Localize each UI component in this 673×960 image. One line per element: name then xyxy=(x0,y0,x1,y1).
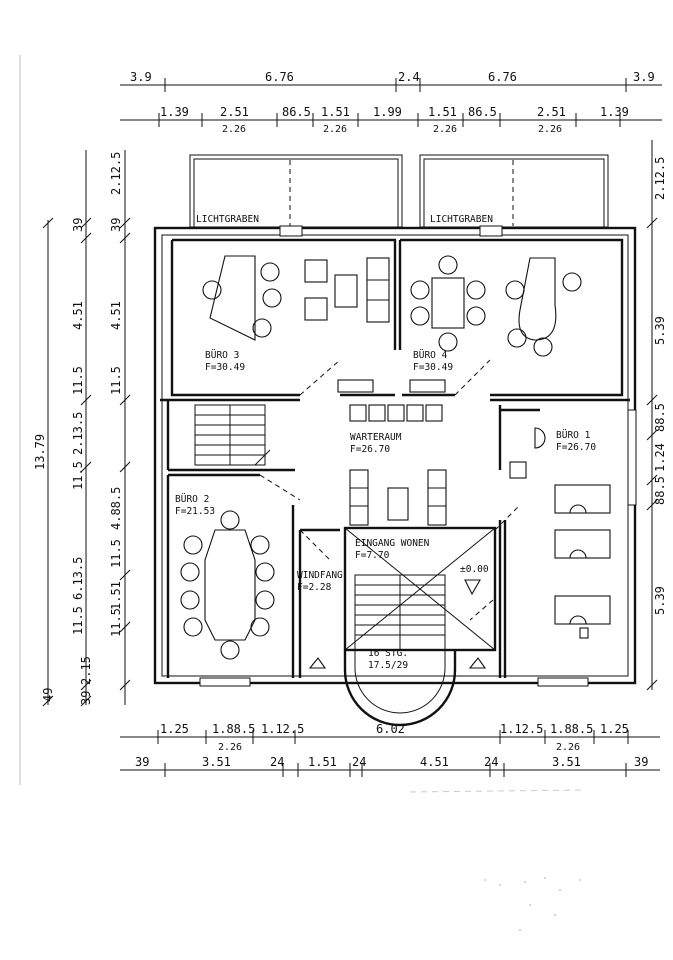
dim-bottom2-8: 3.51 xyxy=(552,755,581,769)
label-buero1-area: F=26.70 xyxy=(556,442,596,453)
dim-left-b1: 2.12.5 xyxy=(109,152,123,195)
dim-bottom-1: 1.25 xyxy=(160,722,189,736)
dim-top2-9: 1.39 xyxy=(600,105,629,119)
dim-top-sub-2: 2.26 xyxy=(323,124,347,135)
dim-bottom2-9: 39 xyxy=(634,755,648,769)
buero2-furniture xyxy=(180,510,275,660)
label-buero4-area: F=30.49 xyxy=(413,362,453,373)
dim-left-a3: 11.5 xyxy=(71,366,85,395)
dim-left-b6: 11.5 xyxy=(109,539,123,568)
right-dimension-lines: 2.12.5 5.39 88.5 1.24 88.5 5.39 xyxy=(646,140,667,691)
dim-right-5: 88.5 xyxy=(653,476,667,505)
dim-top2-1: 1.39 xyxy=(160,105,189,119)
stair-upper-left xyxy=(194,404,271,466)
room-labels: BÜRO 3 F=30.49 BÜRO 4 F=30.49 WARTERAUM … xyxy=(175,350,596,671)
dim-top2-5: 1.99 xyxy=(373,105,402,119)
dim-bottom-5: 1.12.5 xyxy=(500,722,543,736)
buero4-furniture xyxy=(410,255,582,357)
dim-right-3: 88.5 xyxy=(653,403,667,432)
label-buero4: BÜRO 4 xyxy=(413,350,448,361)
dim-bottom2-3: 24 xyxy=(270,755,284,769)
dim-top-4: 6.76 xyxy=(488,70,517,84)
dim-bottom-7: 1.25 xyxy=(600,722,629,736)
label-buero1: BÜRO 1 xyxy=(556,430,591,441)
dim-bottom-3: 1.12.5 xyxy=(261,722,304,736)
dim-bottom2-4: 1.51 xyxy=(308,755,337,769)
label-buero2: BÜRO 2 xyxy=(175,494,209,505)
dim-top2-6: 1.51 xyxy=(428,105,457,119)
dim-left-b8: 11.5 xyxy=(109,608,123,637)
dim-left-b5: 4.88.5 xyxy=(109,487,123,530)
entrance-stair xyxy=(308,527,496,727)
dim-left-b3: 4.51 xyxy=(109,301,123,330)
label-lichtgraben-right: LICHTGRABEN xyxy=(430,214,493,225)
label-lichtgraben-left: LICHTGRABEN xyxy=(196,214,259,225)
dim-left-a7: 11.5 xyxy=(71,606,85,635)
dim-bottom2-7: 24 xyxy=(484,755,498,769)
dim-top-5: 3.9 xyxy=(633,70,655,84)
outer-walls xyxy=(153,225,637,687)
dim-left-b9: 2.15 xyxy=(79,656,93,685)
dim-left-total: 13.79 xyxy=(33,434,47,470)
dim-left-a4: 2.13.5 xyxy=(71,412,85,455)
dim-bottom-2: 1.88.5 xyxy=(212,722,255,736)
label-buero2-area: F=21.53 xyxy=(175,506,215,517)
dim-bottom-sub-2: 2.26 xyxy=(556,742,580,753)
dim-bottom2-5: 24 xyxy=(352,755,366,769)
dim-top-1: 3.9 xyxy=(130,70,152,84)
warteraum-furniture xyxy=(337,379,447,526)
dim-top-3: 2.4 xyxy=(398,70,420,84)
dim-left-a2: 4.51 xyxy=(71,301,85,330)
left-dimension-lines: 13.79 39 4.51 11.5 2.13.5 11.5 6.13.5 11… xyxy=(33,150,131,707)
dim-left-a8: 49 xyxy=(41,688,55,702)
top-dimension-lines: 3.9 6.76 2.4 6.76 3.9 1.39 2.51 86.5 1.5… xyxy=(120,70,662,135)
label-eingang: EINGANG WONEN xyxy=(355,538,430,549)
bottom-dimension-lines: 1.25 1.88.5 1.12.5 6.02 1.12.5 1.88.5 1.… xyxy=(120,722,660,777)
dim-top2-4: 1.51 xyxy=(321,105,350,119)
dim-right-1: 2.12.5 xyxy=(653,157,667,200)
label-windfang-area: F=2.28 xyxy=(297,582,332,593)
dim-top2-3: 86.5 xyxy=(282,105,311,119)
dim-bottom-6: 1.88.5 xyxy=(550,722,593,736)
dim-right-6: 5.39 xyxy=(653,586,667,615)
dim-top-sub-3: 2.26 xyxy=(433,124,457,135)
label-windfang: WINDFANG xyxy=(297,570,343,581)
scan-specks xyxy=(409,789,586,931)
dim-left-b7: 1.51 xyxy=(109,581,123,610)
dim-right-4: 1.24 xyxy=(653,443,667,472)
dim-left-a5: 11.5 xyxy=(71,461,85,490)
label-eingang-area: F=7.70 xyxy=(355,550,390,561)
dim-left-b4: 11.5 xyxy=(109,366,123,395)
dim-left-b2: 39 xyxy=(109,218,123,232)
dim-right-2: 5.39 xyxy=(653,316,667,345)
dim-bottom2-1: 39 xyxy=(135,755,149,769)
dim-left-b10: 39 xyxy=(79,691,93,705)
dim-bottom2-6: 4.51 xyxy=(420,755,449,769)
dim-bottom-sub-1: 2.26 xyxy=(218,742,242,753)
label-stairs-ratio: 17.5/29 xyxy=(368,660,408,671)
dim-top-sub-4: 2.26 xyxy=(538,124,562,135)
buero3-furniture xyxy=(202,255,390,341)
label-warteraum-area: F=26.70 xyxy=(350,444,390,455)
label-level: ±0.00 xyxy=(460,564,489,575)
label-buero3: BÜRO 3 xyxy=(205,350,239,361)
dim-top2-7: 86.5 xyxy=(468,105,497,119)
dim-top2-8: 2.51 xyxy=(537,105,566,119)
dim-left-a6: 6.13.5 xyxy=(71,557,85,600)
dim-top-2: 6.76 xyxy=(265,70,294,84)
label-stairs-count: 16 STG. xyxy=(368,648,408,659)
dim-bottom2-2: 3.51 xyxy=(202,755,231,769)
label-warteraum: WARTERAUM xyxy=(350,432,402,443)
dim-left-a1: 39 xyxy=(71,218,85,232)
dim-top-sub-1: 2.26 xyxy=(222,124,246,135)
door-swings xyxy=(259,359,521,621)
dim-top2-2: 2.51 xyxy=(220,105,249,119)
label-buero3-area: F=30.49 xyxy=(205,362,245,373)
buero1-furniture xyxy=(509,427,611,639)
